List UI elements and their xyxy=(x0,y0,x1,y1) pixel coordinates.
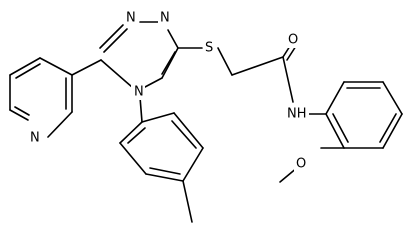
atom-n-triazole-1: N xyxy=(126,11,136,26)
tolyl-ring xyxy=(119,96,204,223)
structure-diagram: N N N S O NH N O xyxy=(9,8,403,223)
atom-methoxy-oxygen: O xyxy=(296,157,306,172)
atom-carbonyl-oxygen: O xyxy=(288,33,298,48)
triazole-ring xyxy=(99,21,179,88)
atom-sulfur: S xyxy=(205,41,213,56)
atom-n-pyridine: N xyxy=(30,131,40,146)
pyridine-ring xyxy=(9,57,102,138)
methoxyphenyl-ring xyxy=(279,81,403,183)
atom-n-triazole-2: N xyxy=(160,11,170,26)
acetamide-chain xyxy=(177,45,327,115)
atom-amide-nh: NH xyxy=(287,107,307,122)
atom-n-triazole-4: N xyxy=(134,85,144,100)
atom-labels: N N N S O NH N O xyxy=(28,8,309,172)
